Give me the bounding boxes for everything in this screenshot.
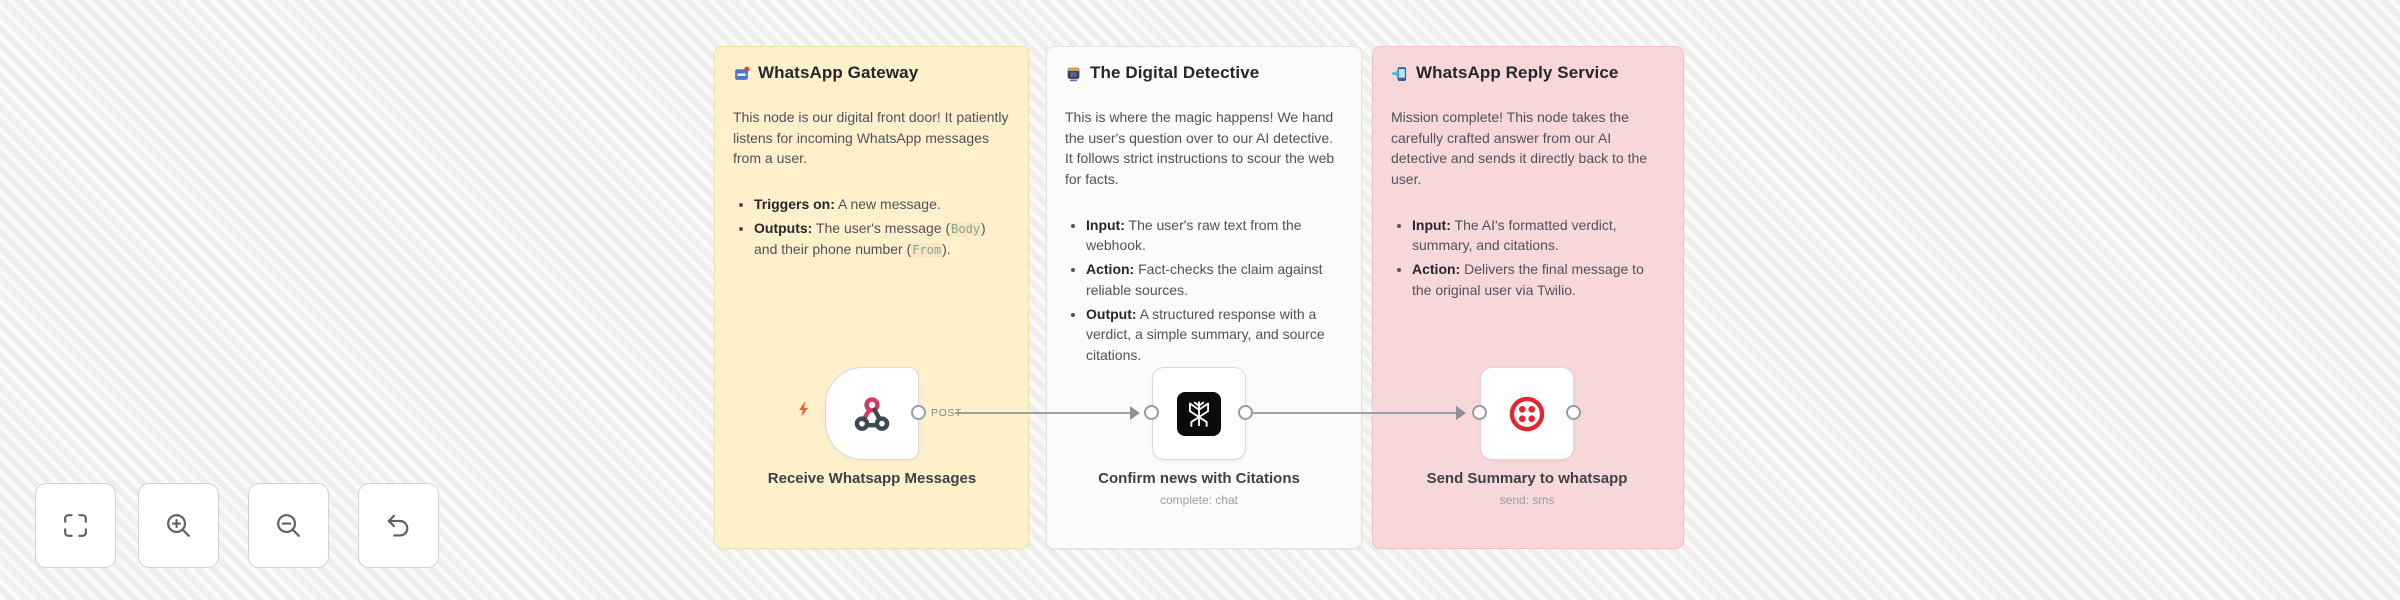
- sticky-note-digital-detective[interactable]: The Digital Detective This is where the …: [1046, 46, 1362, 549]
- edge-webhook-to-perplexity[interactable]: [955, 412, 1133, 414]
- sticky-note-paragraph: Mission complete! This node takes the ca…: [1391, 109, 1648, 188]
- node-label: Receive Whatsapp Messages: [767, 470, 977, 487]
- bullet-item: Input: The user's raw text from the webh…: [1086, 215, 1343, 256]
- inbox-icon: [735, 66, 750, 80]
- sticky-note-title-row: The Digital Detective: [1065, 63, 1343, 83]
- undo-button[interactable]: [358, 483, 439, 568]
- node-send-summary-to-whatsapp[interactable]: [1480, 367, 1574, 460]
- phone-arrow-icon: [1392, 66, 1407, 81]
- webhook-icon: [854, 396, 890, 431]
- sticky-note-paragraph: This node is our digital front door! It …: [733, 109, 1009, 167]
- bullet-item: Input: The AI's formatted verdict, summa…: [1412, 215, 1665, 256]
- output-port-label: POST: [931, 407, 962, 419]
- sticky-note-title: WhatsApp Reply Service: [1416, 63, 1619, 82]
- zoom-to-fit-button[interactable]: [35, 483, 116, 568]
- input-endpoint[interactable]: [1472, 405, 1487, 420]
- node-receive-whatsapp-messages[interactable]: [825, 367, 919, 460]
- node-label: Send Summary to whatsapp send: sms: [1417, 469, 1637, 508]
- node-subtitle: complete: chat: [1159, 492, 1239, 507]
- output-endpoint[interactable]: [911, 405, 926, 420]
- trigger-bolt-icon: [799, 401, 808, 417]
- bullet-item: Action: Delivers the final message to th…: [1412, 259, 1665, 300]
- edge-perplexity-to-twilio[interactable]: [1253, 412, 1459, 414]
- output-endpoint[interactable]: [1238, 405, 1253, 420]
- input-endpoint[interactable]: [1144, 405, 1159, 420]
- undo-icon: [387, 514, 409, 537]
- monitor-icon: [1067, 67, 1080, 81]
- sticky-note-whatsapp-reply-service[interactable]: WhatsApp Reply Service Mission complete!…: [1372, 46, 1684, 549]
- zoom-in-button[interactable]: [138, 483, 219, 568]
- node-label: Confirm news with Citations complete: ch…: [1089, 469, 1309, 508]
- node-confirm-news-with-citations[interactable]: [1152, 367, 1246, 460]
- zoom-in-icon: [167, 514, 190, 537]
- node-subtitle: send: sms: [1499, 492, 1555, 507]
- bullet-item: Outputs: The user's message (Body) and t…: [754, 218, 1010, 259]
- bullet-item: Output: A structured response with a ver…: [1086, 304, 1343, 365]
- twilio-icon: [1509, 396, 1545, 431]
- sticky-note-bullets: Input: The user's raw text from the webh…: [1065, 215, 1343, 365]
- sticky-note-bullets: Input: The AI's formatted verdict, summa…: [1391, 215, 1665, 300]
- zoom-to-fit-icon: [64, 514, 87, 537]
- zoom-out-button[interactable]: [248, 483, 329, 568]
- edge-arrowhead-icon: [1456, 406, 1466, 420]
- output-endpoint[interactable]: [1566, 405, 1581, 420]
- sticky-note-paragraph: This is where the magic happens! We hand…: [1065, 109, 1335, 188]
- sticky-note-title: The Digital Detective: [1090, 63, 1260, 82]
- sticky-note-whatsapp-gateway[interactable]: WhatsApp Gateway This node is our digita…: [714, 46, 1029, 549]
- sticky-note-bullets: Triggers on: A new message. Outputs: The…: [733, 194, 1010, 259]
- sticky-note-title: WhatsApp Gateway: [758, 63, 919, 82]
- perplexity-icon: [1177, 391, 1221, 436]
- sticky-note-title-row: WhatsApp Gateway: [733, 63, 1010, 83]
- bullet-item: Action: Fact-checks the claim against re…: [1086, 259, 1343, 300]
- edge-arrowhead-icon: [1130, 406, 1140, 420]
- bullet-item: Triggers on: A new message.: [754, 194, 1010, 214]
- sticky-note-title-row: WhatsApp Reply Service: [1391, 63, 1665, 83]
- zoom-out-icon: [277, 514, 300, 537]
